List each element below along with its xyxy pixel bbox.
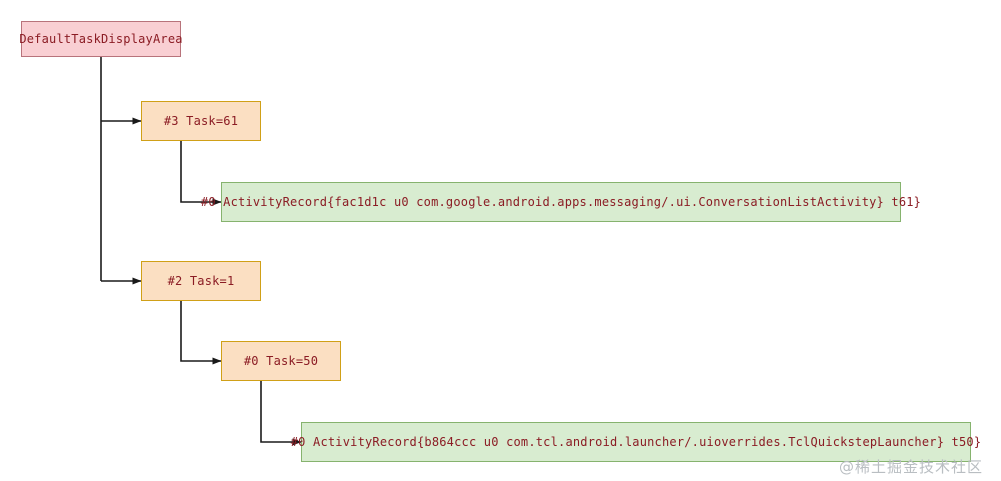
- node-task-3[interactable]: #3 Task=61: [141, 101, 261, 141]
- watermark: @稀土掘金技术社区: [838, 458, 983, 476]
- node-default-task-display-area[interactable]: DefaultTaskDisplayArea: [19, 21, 183, 57]
- node-label: #0 ActivityRecord{b864ccc u0 com.tcl.and…: [290, 434, 982, 449]
- node-label: DefaultTaskDisplayArea: [19, 31, 183, 46]
- node-label: #0 Task=50: [243, 353, 319, 368]
- node-activity-record-t61[interactable]: #0 ActivityRecord{fac1d1c u0 com.google.…: [201, 182, 921, 222]
- node-task-2[interactable]: #2 Task=1: [141, 261, 261, 301]
- edge-task2-to-task0: [180, 301, 222, 365]
- node-label: #2 Task=1: [167, 273, 235, 288]
- node-task-0[interactable]: #0 Task=50: [221, 341, 341, 381]
- node-activity-record-t50[interactable]: #0 ActivityRecord{b864ccc u0 com.tcl.and…: [291, 422, 981, 462]
- edge-task0-to-activity50: [260, 381, 302, 446]
- node-label: #3 Task=61: [163, 113, 239, 128]
- node-label: #0 ActivityRecord{fac1d1c u0 com.google.…: [200, 194, 922, 209]
- edge-task3-to-activity61: [180, 141, 222, 206]
